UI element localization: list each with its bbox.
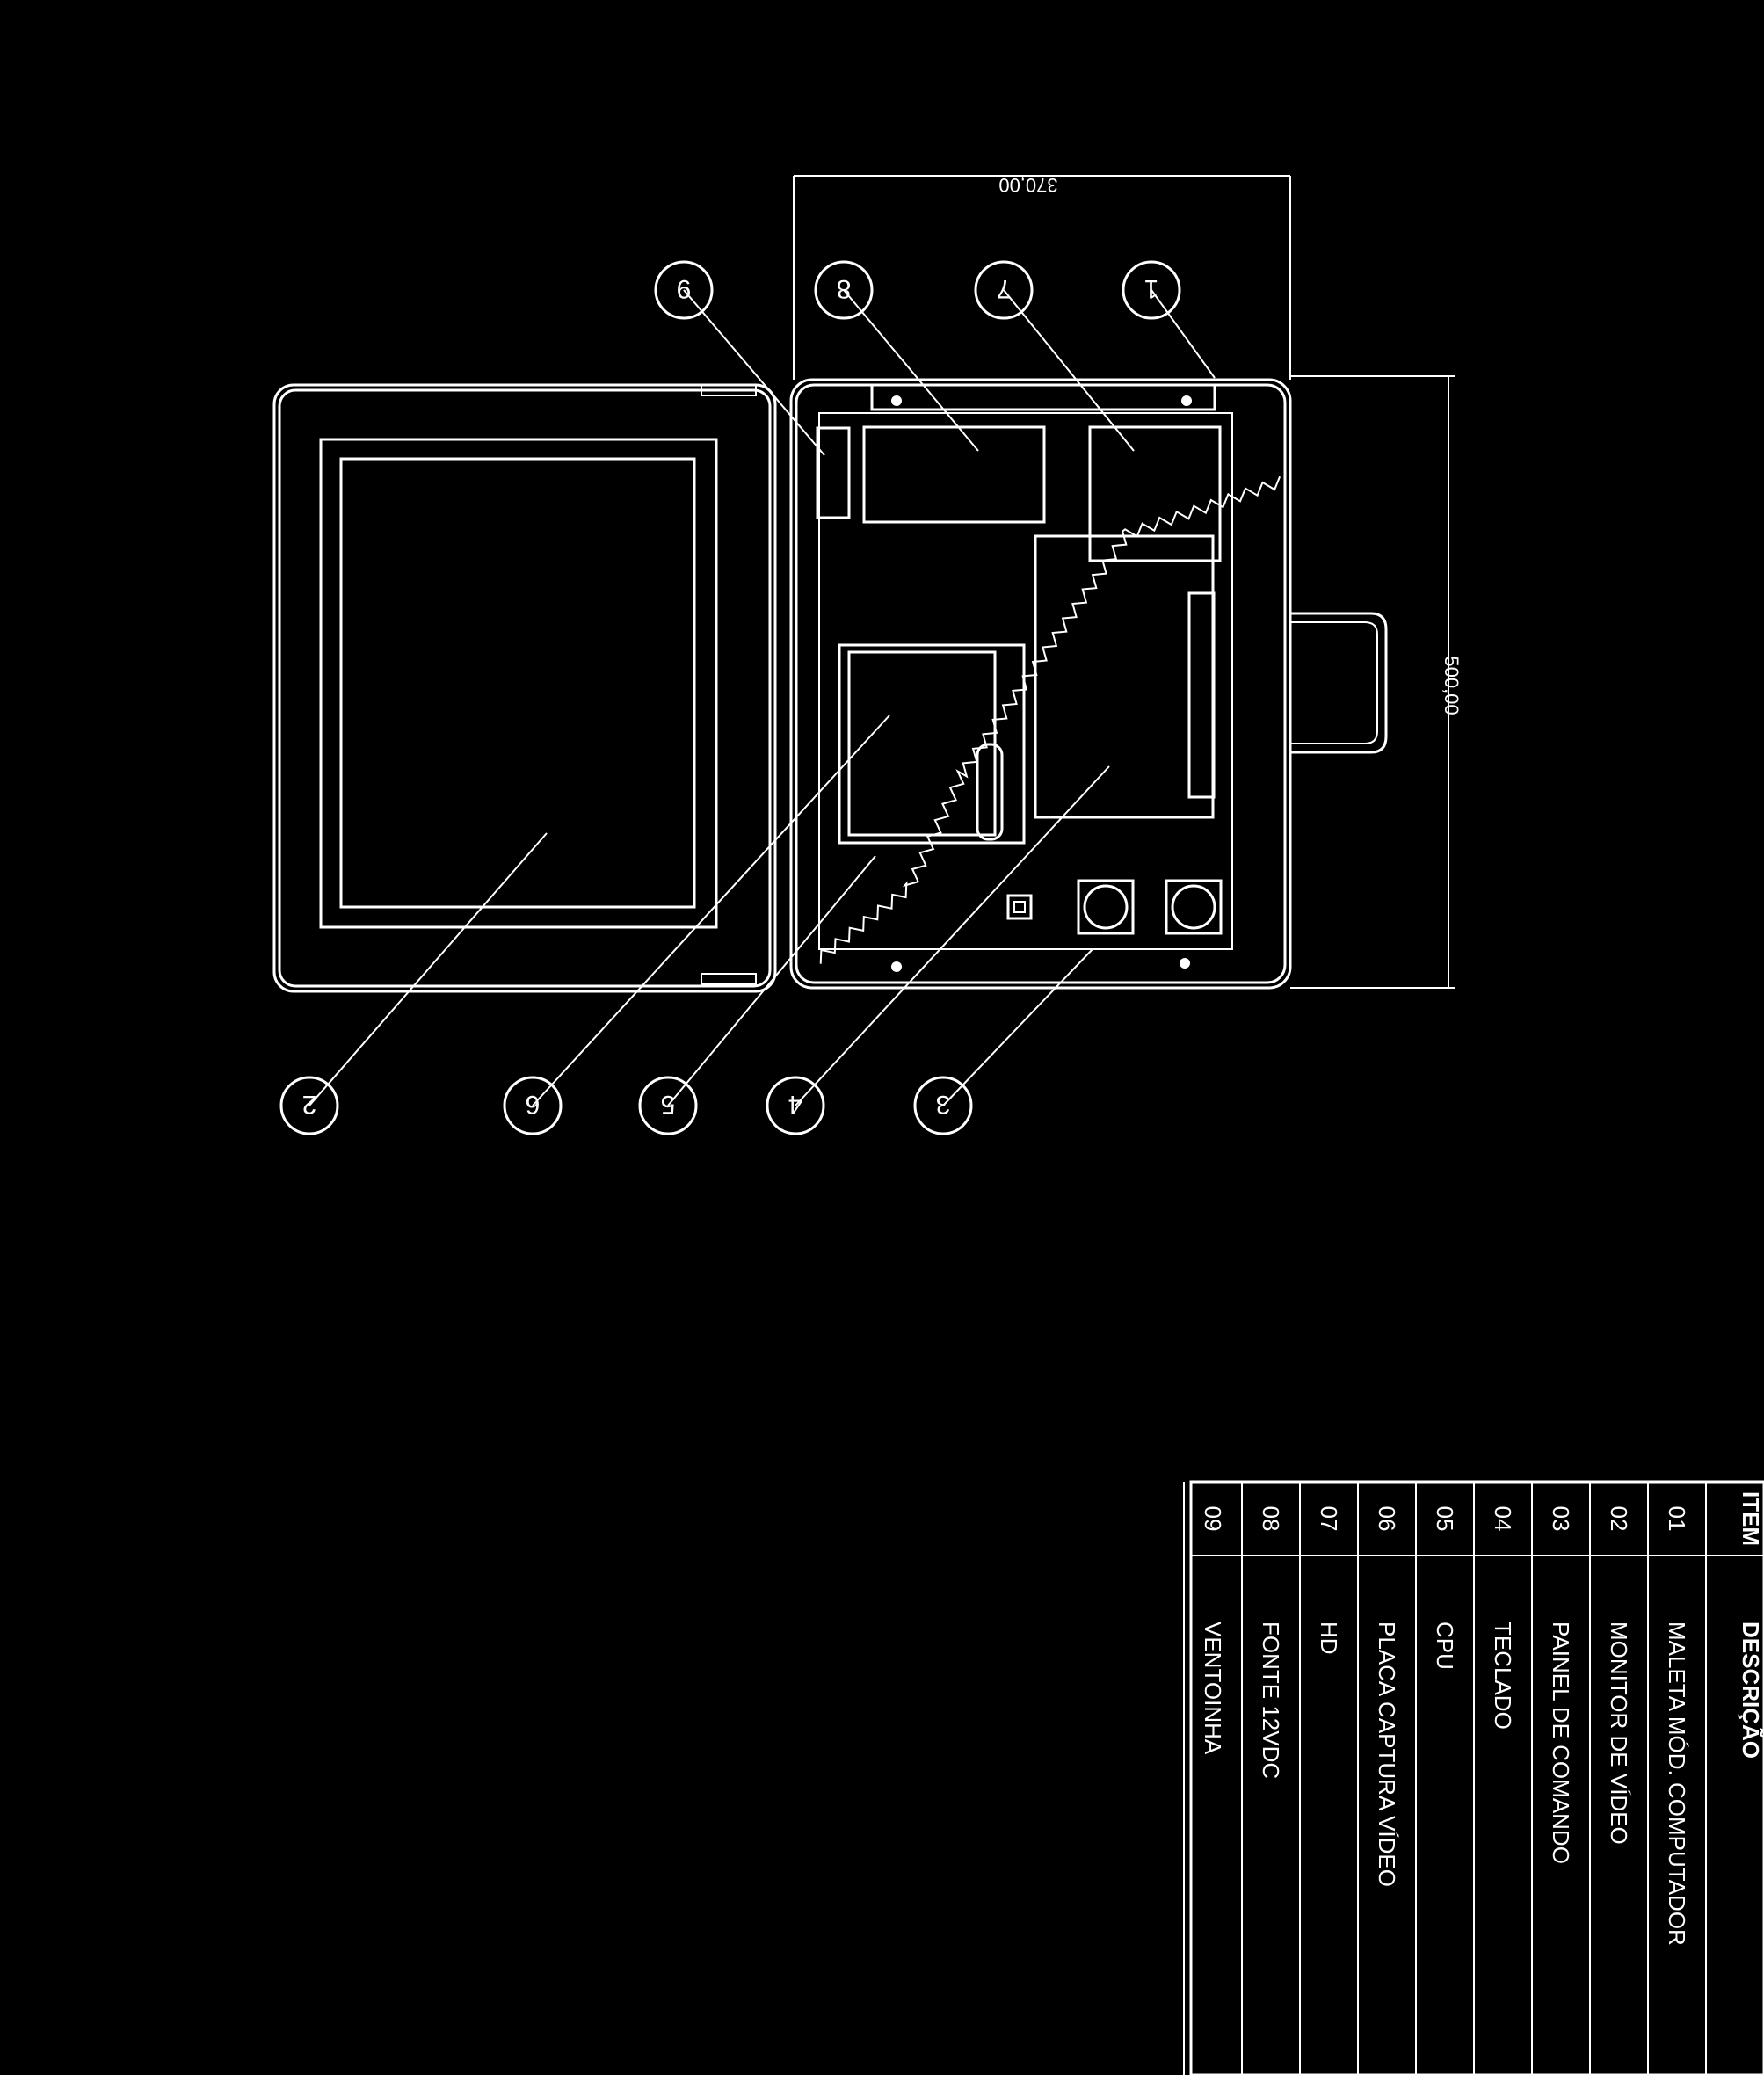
table-row-item: 05 <box>1432 1506 1458 1532</box>
callout-9 <box>654 260 714 320</box>
table-row-description: MONITOR DE VÍDEO <box>1606 1622 1632 1845</box>
callout-6 <box>503 1076 563 1135</box>
callout-3-label: 3 <box>936 1090 951 1119</box>
callout-2 <box>279 1076 339 1135</box>
callout-4-label: 4 <box>788 1090 803 1119</box>
callout-6-label: 6 <box>526 1090 541 1119</box>
table-row-description: MALETA MÓD. COMPUTADOR <box>1664 1622 1690 1946</box>
table-row-item: 06 <box>1374 1506 1400 1532</box>
callout-9-label: 9 <box>677 274 692 303</box>
callout-8-label: 8 <box>837 274 852 303</box>
table-row-item: 02 <box>1606 1506 1632 1532</box>
table-row-description: PLACA CAPTURA VÍDEO <box>1374 1622 1400 1887</box>
callout-7-label: 7 <box>997 274 1012 303</box>
callout-1 <box>1122 260 1181 320</box>
callout-3 <box>913 1076 973 1135</box>
monitor-lid <box>272 383 777 993</box>
callout-group: 9 8 7 1 2 6 5 4 3 <box>279 260 1216 1135</box>
callout-2-label: 2 <box>302 1090 317 1119</box>
table-row-description: CPU <box>1432 1622 1458 1670</box>
callout-4 <box>766 1076 825 1135</box>
base-unit <box>789 378 1388 990</box>
table-row-description: TECLADO <box>1490 1622 1516 1730</box>
callout-1-label: 1 <box>1144 274 1159 303</box>
callout-5-label: 5 <box>661 1090 676 1119</box>
table-header-description: DESCRIÇÃO <box>1738 1622 1764 1759</box>
dimension-width: 370,00 <box>793 174 1291 380</box>
table-row-item: 09 <box>1200 1506 1226 1532</box>
table-row-item: 01 <box>1664 1506 1690 1532</box>
table-row-description: VENTOINHA <box>1200 1622 1226 1755</box>
dimension-height: 500,00 <box>1290 375 1463 989</box>
table-header-item: ITEM <box>1738 1491 1764 1546</box>
dimension-width-label: 370,00 <box>998 174 1057 196</box>
callout-7 <box>974 260 1034 320</box>
dimension-height-label: 500,00 <box>1441 656 1463 715</box>
callout-8 <box>814 260 874 320</box>
table-row-item: 07 <box>1316 1506 1342 1532</box>
callout-5 <box>638 1076 698 1135</box>
table-row-item: 04 <box>1490 1506 1516 1532</box>
table-row-description: HD <box>1316 1622 1342 1655</box>
table-row-item: 03 <box>1548 1506 1574 1532</box>
table-row-description: FONTE 12VDC <box>1258 1622 1284 1779</box>
parts-table: ITEM DESCRIÇÃO 01 MALETA MÓD. COMPUTADOR… <box>1183 1480 1764 2075</box>
table-row-description: PAINEL DE COMANDO <box>1548 1622 1574 1864</box>
table-row-item: 08 <box>1258 1506 1284 1532</box>
